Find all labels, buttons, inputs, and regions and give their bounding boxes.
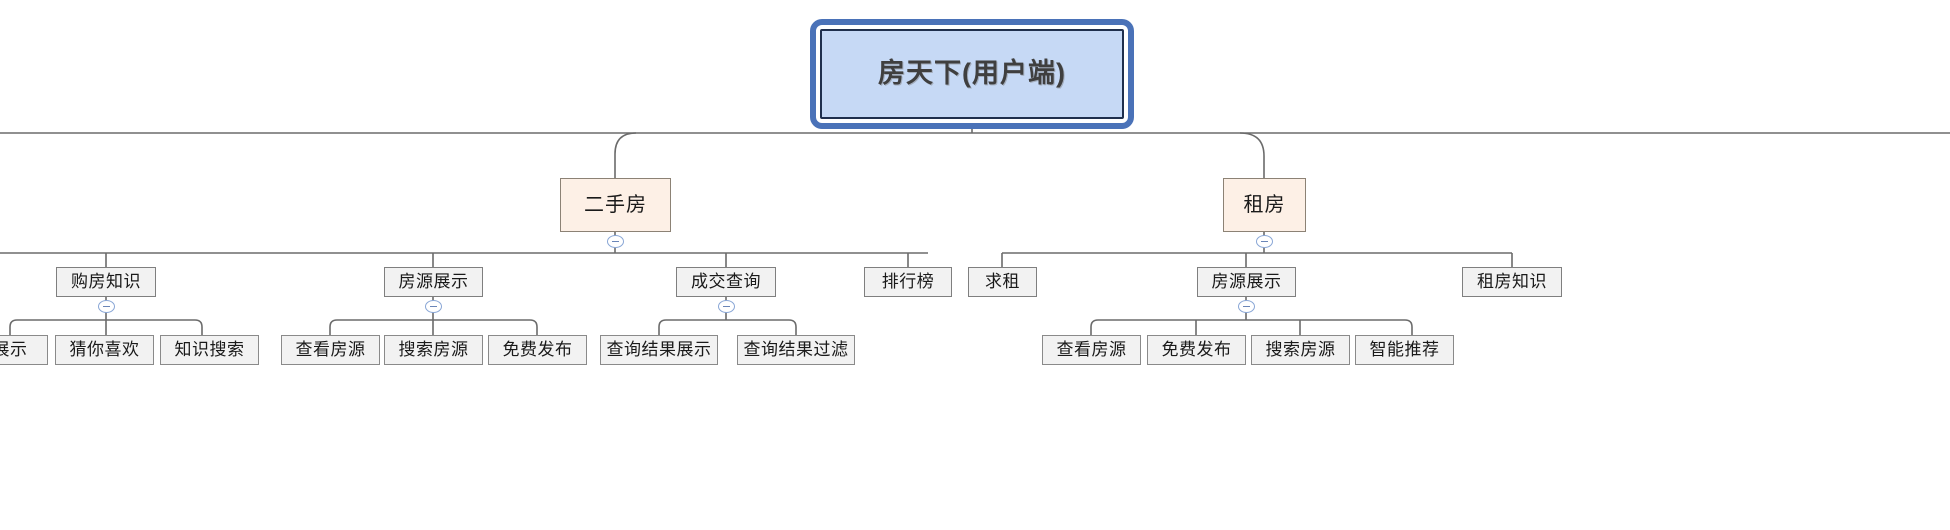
- toggle-fangyuanzhanshi-ershou[interactable]: [425, 300, 442, 313]
- root-node-label: 房天下(用户端): [878, 58, 1066, 89]
- node-chengjiaochaxun-label: 成交查询: [691, 271, 761, 291]
- node-zhanshi[interactable]: 展示: [0, 335, 48, 365]
- node-chakanfangyuan-zu[interactable]: 查看房源: [1042, 335, 1141, 365]
- node-chakanfangyuan-ershou-label: 查看房源: [295, 339, 366, 359]
- node-sousuofangyuan-ershou[interactable]: 搜索房源: [384, 335, 483, 365]
- toggle-goufangzhishi[interactable]: [98, 300, 115, 313]
- node-sousuofangyuan-zu[interactable]: 搜索房源: [1251, 335, 1350, 365]
- node-cainixihuan[interactable]: 猜你喜欢: [55, 335, 154, 365]
- node-chakanfangyuan-ershou[interactable]: 查看房源: [281, 335, 380, 365]
- node-fangyuanzhanshi-zu-label: 房源展示: [1211, 271, 1282, 291]
- node-sousuofangyuan-ershou-label: 搜索房源: [398, 339, 469, 359]
- node-paihangbang[interactable]: 排行榜: [864, 267, 952, 297]
- node-sousuofangyuan-zu-label: 搜索房源: [1265, 339, 1336, 359]
- node-fangyuanzhanshi-zu[interactable]: 房源展示: [1197, 267, 1296, 297]
- edge-spine-to-zufang: [1239, 132, 1265, 178]
- node-zufang[interactable]: 租房: [1223, 178, 1306, 232]
- node-zhinengtuijian-zu-label: 智能推荐: [1369, 339, 1440, 359]
- root-node[interactable]: 房天下(用户端): [820, 29, 1124, 119]
- node-fangyuanzhanshi-ershou[interactable]: 房源展示: [384, 267, 483, 297]
- minus-icon: [612, 240, 619, 243]
- node-zhishisousuo-label: 知识搜索: [174, 339, 245, 359]
- toggle-ershoufang[interactable]: [607, 235, 624, 248]
- toggle-fangyuanzhanshi-zu[interactable]: [1238, 300, 1255, 313]
- node-mianfeifabu-zu-label: 免费发布: [1161, 339, 1232, 359]
- edge-goufangzhishi-bracket: [9, 319, 203, 335]
- node-goufangzhishi-label: 购房知识: [71, 271, 141, 291]
- node-chaxunjieguozhanshi[interactable]: 查询结果展示: [600, 335, 718, 365]
- node-cainixihuan-label: 猜你喜欢: [69, 339, 140, 359]
- node-zhishisousuo[interactable]: 知识搜索: [160, 335, 259, 365]
- node-zufang-label: 租房: [1243, 194, 1286, 216]
- node-zhanshi-label: 展示: [0, 339, 28, 359]
- node-chakanfangyuan-zu-label: 查看房源: [1056, 339, 1127, 359]
- node-chaxunjieguozhanshi-label: 查询结果展示: [606, 339, 712, 359]
- node-fangyuanzhanshi-ershou-label: 房源展示: [398, 271, 469, 291]
- node-qiuzu-label: 求租: [985, 271, 1020, 291]
- node-goufangzhishi[interactable]: 购房知识: [56, 267, 156, 297]
- node-qiuzu[interactable]: 求租: [968, 267, 1037, 297]
- node-zufangzhishi-label: 租房知识: [1477, 271, 1547, 291]
- minus-icon: [1261, 240, 1268, 243]
- edge-chengjiaochaxun-bracket: [658, 319, 797, 335]
- toggle-chengjiaochaxun[interactable]: [718, 300, 735, 313]
- minus-icon: [430, 305, 437, 308]
- toggle-zufang[interactable]: [1256, 235, 1273, 248]
- node-zhinengtuijian-zu[interactable]: 智能推荐: [1355, 335, 1454, 365]
- node-mianfeifabu-zu[interactable]: 免费发布: [1147, 335, 1246, 365]
- node-chaxunjieguoguolv[interactable]: 查询结果过滤: [737, 335, 855, 365]
- node-chengjiaochaxun[interactable]: 成交查询: [676, 267, 776, 297]
- node-chaxunjieguoguolv-label: 查询结果过滤: [743, 339, 849, 359]
- node-mianfeifabu-ershou-label: 免费发布: [502, 339, 573, 359]
- minus-icon: [103, 305, 110, 308]
- node-ershoufang-label: 二手房: [584, 194, 647, 216]
- minus-icon: [723, 305, 730, 308]
- edge-spine-to-ershoufang-hidden: [616, 133, 648, 178]
- node-ershoufang[interactable]: 二手房: [560, 178, 671, 232]
- edge-fangyuan-zu-bracket: [1090, 319, 1413, 335]
- minus-icon: [1243, 305, 1250, 308]
- node-zufangzhishi[interactable]: 租房知识: [1462, 267, 1562, 297]
- edge-spine-to-ershoufang: [614, 132, 637, 178]
- edge-fangyuan-es-bracket: [329, 319, 538, 335]
- node-mianfeifabu-ershou[interactable]: 免费发布: [488, 335, 587, 365]
- node-paihangbang-label: 排行榜: [881, 271, 935, 291]
